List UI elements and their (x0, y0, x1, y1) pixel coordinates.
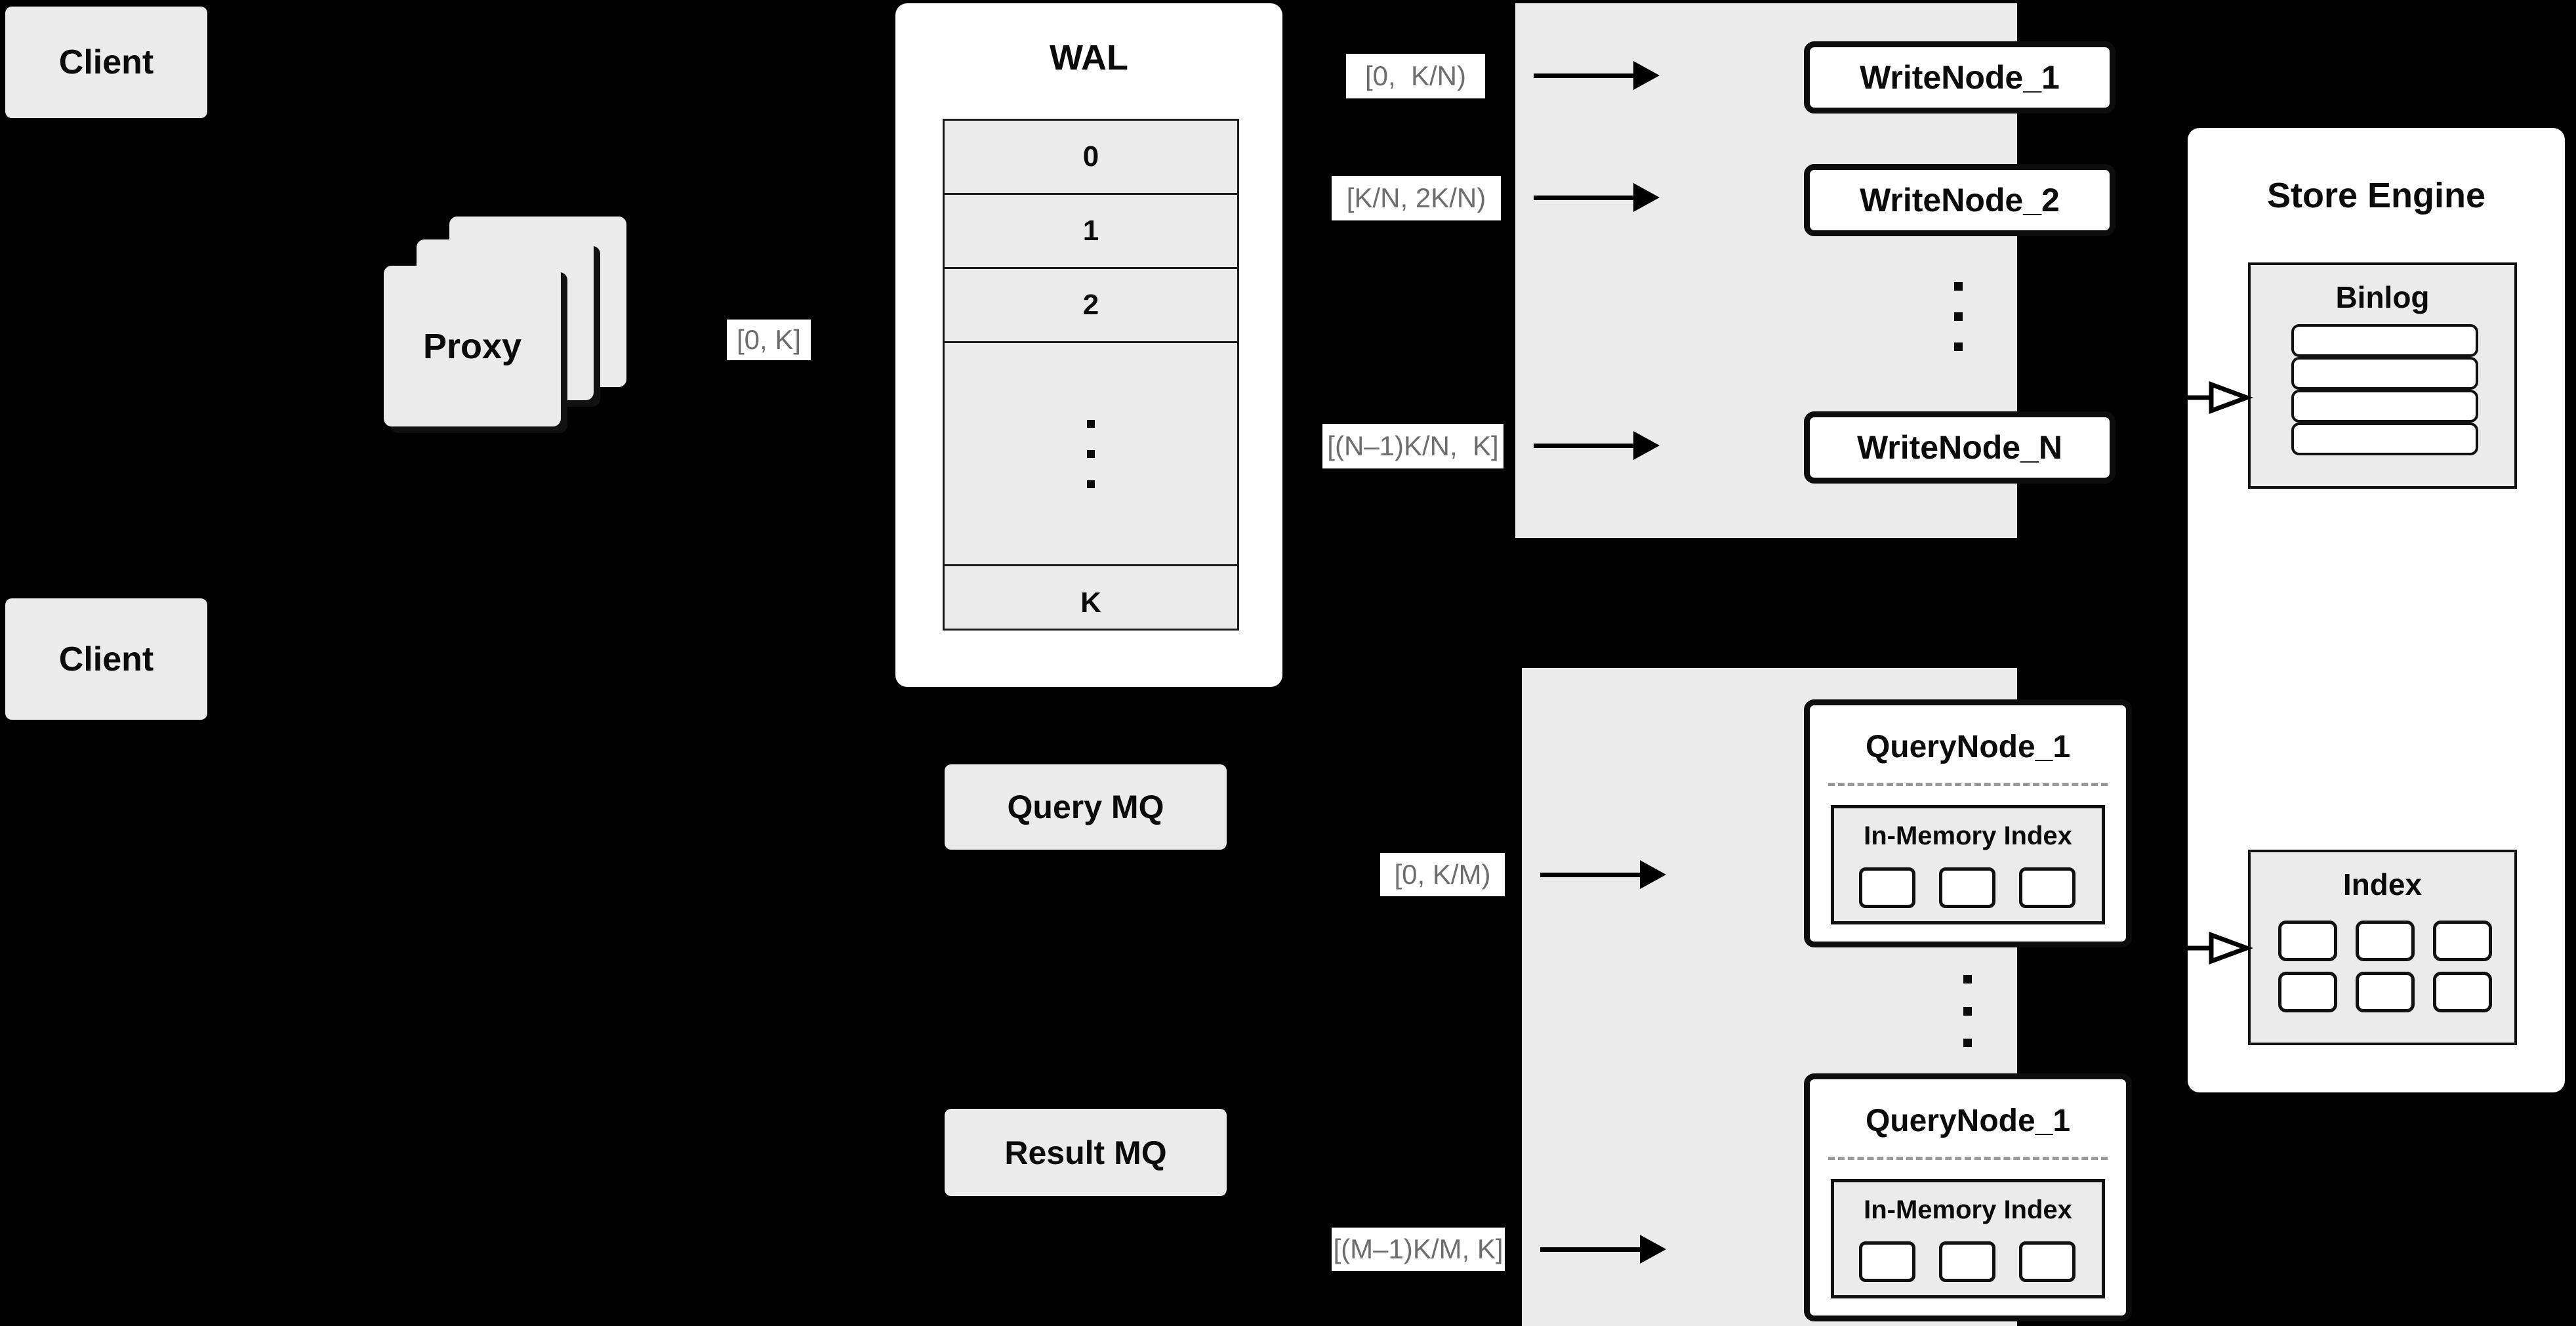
wal-row: K (1080, 586, 1101, 619)
ellipsis-dot (1087, 419, 1095, 428)
index-chip (1939, 1241, 1995, 1282)
binlog-bar (2291, 390, 2478, 423)
store-engine-container: Store Engine Binlog Index (2188, 128, 2565, 1092)
client-box-bottom[interactable]: Client (5, 598, 207, 720)
index-cell (2356, 972, 2415, 1012)
write-node-ellipsis (1953, 282, 1963, 351)
index-title: Index (2342, 867, 2423, 901)
query-node-divider (1828, 1157, 2108, 1160)
in-memory-index-2: In-Memory Index (1831, 1179, 2105, 1298)
index-cell (2278, 921, 2337, 961)
arrow-line-query-1 (1540, 873, 1642, 877)
binlog-bar (2291, 357, 2478, 390)
query-range-label-1: [0, K/M) (1380, 853, 1505, 896)
wal-row: 0 (945, 121, 1237, 195)
query-node-ellipsis (1963, 975, 1972, 1047)
proxy-layer-front[interactable]: Proxy (384, 266, 561, 426)
write-node-2[interactable]: WriteNode_2 (1804, 164, 2116, 236)
wal-title: WAL (1050, 38, 1128, 77)
write-node-n[interactable]: WriteNode_N (1804, 411, 2116, 484)
index-chip (1939, 867, 1995, 908)
write-node-label: WriteNode_1 (1860, 59, 2060, 96)
write-node-group: WriteNode_1 WriteNode_2 WriteNode_N (1515, 3, 2116, 538)
binlog-bar (2291, 324, 2478, 357)
query-node-label: QueryNode_1 (1865, 730, 2071, 764)
query-node-group: QueryNode_1 In-Memory Index QueryNode_1 … (1522, 668, 2132, 1326)
in-memory-index-title: In-Memory Index (1864, 821, 2072, 850)
index-panel: Index (2248, 850, 2517, 1045)
query-range-label-m: [(M–1)K/M, K] (1332, 1228, 1505, 1271)
index-cell (2433, 921, 2492, 961)
client-box-top[interactable]: Client (5, 7, 207, 118)
index-chip (1859, 1241, 1915, 1282)
ellipsis-dot (1953, 312, 1963, 321)
query-node-label: QueryNode_1 (1865, 1104, 2071, 1138)
proxy-stack[interactable]: Proxy (380, 217, 656, 440)
write-node-label: WriteNode_N (1856, 429, 2062, 466)
wal-row-ellipsis (945, 343, 1237, 566)
arrow-index (2175, 928, 2253, 968)
query-mq-box[interactable]: Query MQ (945, 764, 1227, 850)
index-chip (2019, 867, 2075, 908)
index-cell (2356, 921, 2415, 961)
arrow-head-query-m (1640, 1235, 1666, 1264)
index-chip (1859, 867, 1915, 908)
wal-table: 0 1 2 K (943, 119, 1239, 631)
ellipsis-dot (1953, 282, 1963, 291)
result-mq-label: Result MQ (1004, 1134, 1167, 1171)
ellipsis-dot (1087, 449, 1095, 458)
query-node-1[interactable]: QueryNode_1 In-Memory Index (1804, 699, 2132, 947)
write-node-1[interactable]: WriteNode_1 (1804, 41, 2116, 114)
ellipsis-dot (1087, 480, 1095, 488)
store-engine-title: Store Engine (2266, 176, 2486, 215)
binlog-panel: Binlog (2248, 262, 2517, 489)
query-node-2[interactable]: QueryNode_1 In-Memory Index (1804, 1073, 2132, 1321)
arrow-head-query-1 (1640, 860, 1666, 889)
wal-row: 1 (945, 195, 1237, 269)
query-node-divider (1828, 783, 2108, 786)
arrow-line-query-m (1540, 1247, 1642, 1252)
binlog-title: Binlog (2335, 280, 2430, 314)
ellipsis-dot (1963, 1039, 1972, 1047)
query-mq-label: Query MQ (1007, 789, 1164, 825)
index-cell (2433, 972, 2492, 1012)
arrow-head-write-1 (1633, 61, 1660, 90)
in-memory-index-title: In-Memory Index (1864, 1195, 2072, 1224)
write-range-label-n: [(N–1)K/N, K] (1322, 424, 1503, 468)
write-node-label: WriteNode_2 (1860, 182, 2060, 218)
binlog-bar (2291, 423, 2478, 455)
arrow-binlog (2175, 378, 2253, 417)
arrow-head-write-2 (1633, 183, 1660, 212)
proxy-range-label: [0, K] (727, 320, 811, 360)
index-chip (2019, 1241, 2075, 1282)
in-memory-index-1: In-Memory Index (1831, 805, 2105, 924)
proxy-label: Proxy (422, 326, 522, 366)
client-label: Client (58, 43, 154, 81)
arrow-head-write-n (1633, 431, 1660, 460)
arrow-line-write-n (1534, 444, 1635, 448)
client-label: Client (58, 640, 154, 678)
write-range-label-2: [K/N, 2K/N) (1332, 176, 1501, 220)
index-cell (2278, 972, 2337, 1012)
ellipsis-dot (1953, 342, 1963, 351)
result-mq-box[interactable]: Result MQ (945, 1109, 1227, 1196)
ellipsis-dot (1963, 975, 1972, 984)
wal-container: WAL 0 1 2 K (895, 3, 1282, 687)
arrow-line-write-2 (1534, 196, 1635, 200)
arrow-line-write-1 (1534, 73, 1635, 78)
wal-row: 2 (945, 269, 1237, 343)
write-range-label-1: [0, K/N) (1346, 54, 1485, 98)
ellipsis-dot (1963, 1006, 1972, 1016)
